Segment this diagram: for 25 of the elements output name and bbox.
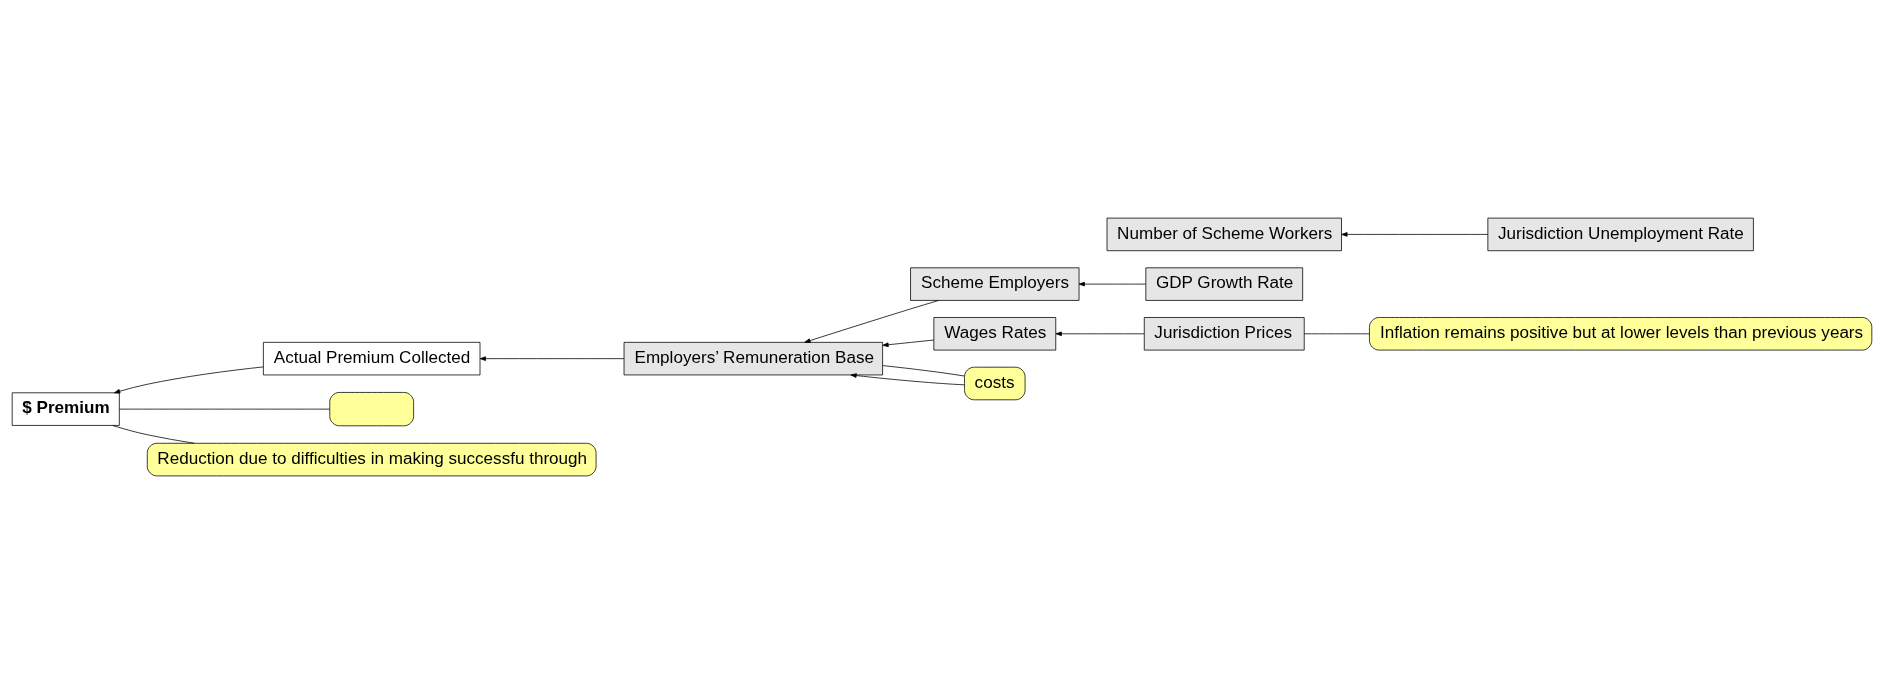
arrow [804,299,939,343]
connector [119,408,330,409]
node-box: Jurisdiction Prices [1143,316,1305,350]
node-box: Reduction due to difficulties in making successfu through [146,442,597,476]
node-box: Inflation remains positive but at lower levels than previous years [1369,316,1873,350]
arrow [1341,231,1489,237]
node-box: costs [964,366,1026,400]
arrow [114,366,264,393]
arrow [1078,281,1147,286]
arrow [479,355,625,361]
node-box: Scheme Employers [910,266,1080,301]
connector [1303,332,1370,334]
node-box: Actual Premium Collected [262,341,481,375]
node-box: Wages Rates [933,316,1057,350]
arrow [1055,331,1145,336]
connector [882,364,965,376]
node-box: GDP Growth Rate [1145,266,1304,301]
node-box: Jurisdiction Unemployment Rate [1487,217,1754,251]
arrow [850,372,965,385]
node-box: Number of Scheme Workers [1106,217,1342,251]
node-box: $ Premium [11,391,120,426]
node-callout [329,391,414,426]
arrow [882,339,935,347]
connector [112,424,195,444]
node-box: Employers’ Remuneration Base [623,341,883,375]
